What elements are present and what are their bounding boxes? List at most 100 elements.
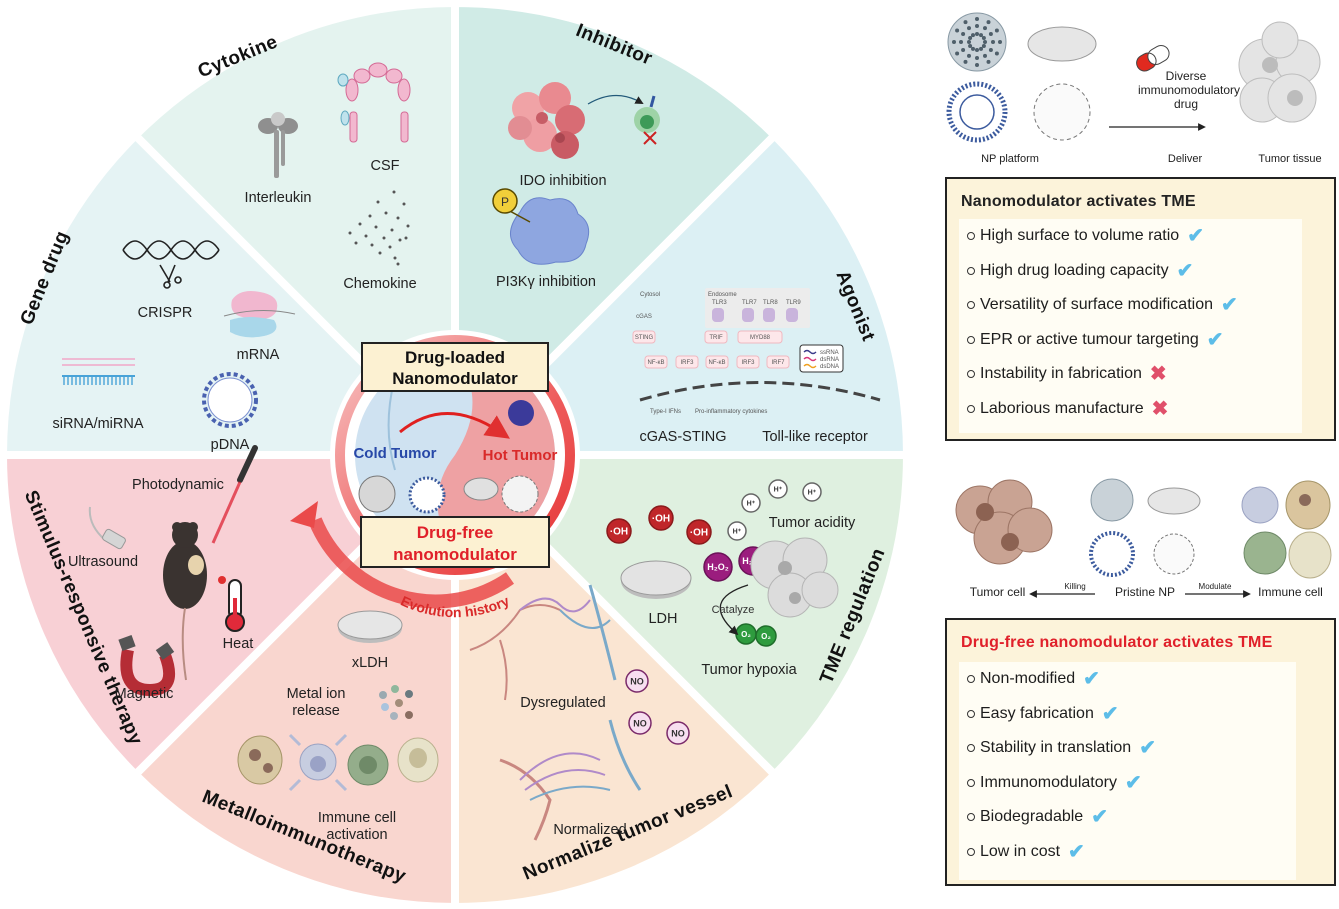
bullet-icon <box>967 847 975 856</box>
caption-killing: Killing <box>1064 582 1086 591</box>
bullet-icon <box>967 335 975 344</box>
hydroxyl-radical-icon <box>648 505 674 531</box>
endosome-label: Endosome <box>708 292 737 298</box>
pathway-node: cGAS <box>636 314 652 320</box>
item-interleukin: Interleukin <box>245 190 312 206</box>
np-delivery-illustration <box>946 12 1321 143</box>
ultrasound-probe-icon <box>88 506 126 550</box>
item-pdna: pDNA <box>211 437 250 453</box>
nitric-oxide-label: NO <box>671 729 685 739</box>
pathway-node: IRF3 <box>741 360 755 366</box>
hypoxic-tumor-icon <box>750 537 839 618</box>
property-item: Laborious manufacture ✖ <box>959 392 1302 427</box>
ligand-legend-dsdna: dsDNA <box>820 364 839 370</box>
property-text: Instability in fabrication <box>980 365 1142 383</box>
property-text: Non-modified <box>980 670 1076 688</box>
bullet-icon <box>967 709 975 718</box>
np-disc-icon <box>1147 487 1201 515</box>
immune-cells-icon <box>1241 480 1332 579</box>
check-icon: ✔ <box>1206 328 1224 351</box>
hydroxyl-radical-label: ·OH <box>610 527 628 538</box>
hot-tumor-label: Hot Tumor <box>483 447 558 464</box>
proton-label: H⁺ <box>774 486 783 493</box>
property-text: Immunomodulatory <box>980 773 1117 791</box>
tlr-receptor-icon <box>763 308 775 322</box>
oxygen-label: O₂ <box>761 632 771 641</box>
item-sirna-mirna: siRNA/miRNA <box>52 416 143 432</box>
cross-icon: ✖ <box>1151 397 1169 420</box>
item-tumor-acidity: Tumor acidity <box>769 515 856 531</box>
catalyze-arrow <box>719 584 749 636</box>
proton-label: H⁺ <box>747 500 756 507</box>
np-disc-icon <box>463 477 499 501</box>
check-icon: ✔ <box>1176 259 1194 282</box>
bullet-icon <box>967 301 975 310</box>
bullet-icon <box>967 232 975 241</box>
property-text: Laborious manufacture <box>980 399 1144 417</box>
item-crispr: CRISPR <box>138 305 193 321</box>
interleukin-icon <box>258 112 298 178</box>
tlr-receptor-icon <box>712 308 724 322</box>
check-icon: ✔ <box>1124 771 1142 794</box>
evolution-ring <box>335 335 575 575</box>
nanomodulator-box-title: Nanomodulator activates TME <box>961 193 1196 210</box>
endosome-box <box>705 288 810 328</box>
proton-label: H⁺ <box>733 528 742 535</box>
bullet-icon <box>967 813 975 822</box>
bullet-icon <box>967 266 975 275</box>
property-item: High surface to volume ratio✔ <box>959 219 1302 254</box>
pathway-node: NF-κB <box>648 360 665 366</box>
item-dysregulated: Dysregulated <box>520 695 605 711</box>
proton-icon <box>741 493 761 513</box>
hydrogen-peroxide-label: H₂O₂ <box>707 562 729 572</box>
magnet-icon <box>118 634 175 697</box>
property-text: High drug loading capacity <box>980 261 1169 279</box>
bullet-icon <box>967 370 975 379</box>
oxygen-label: O₂ <box>741 630 751 639</box>
drug-free-properties: Non-modified✔Easy fabrication✔Stability … <box>959 662 1296 880</box>
tlr-receptor-icon <box>742 308 754 322</box>
segment-tme-regulation <box>445 451 912 781</box>
ligand-legend-ssrna: ssRNA <box>820 350 839 356</box>
property-item: EPR or active tumour targeting✔ <box>959 323 1302 358</box>
sirna-icon <box>62 358 135 385</box>
pristine-np-illustration <box>955 478 1332 598</box>
item-pi3k-inhibition: PI3Kγ inhibition <box>496 274 596 290</box>
bullet-icon <box>967 675 975 684</box>
item-ultrasound: Ultrasound <box>68 554 138 570</box>
item-photodynamic: Photodynamic <box>132 477 224 493</box>
mrna-ribosome-icon <box>223 291 296 338</box>
hydroxyl-radical-icon <box>686 519 712 545</box>
segment-agonist <box>445 129 912 459</box>
property-text: Stability in translation <box>980 739 1132 757</box>
property-item: High drug loading capacity ✔ <box>959 254 1302 289</box>
property-text: Versatility of surface modification <box>980 296 1213 314</box>
check-icon: ✔ <box>1068 840 1085 863</box>
item-ldh: LDH <box>648 611 677 627</box>
drug-loaded-box <box>361 342 549 392</box>
item-heat: Heat <box>223 636 254 652</box>
t-cell-icon <box>587 94 660 145</box>
bullet-icon <box>967 778 975 787</box>
caption-immune-cell: Immune cell <box>1258 585 1323 599</box>
immune-cell-dot <box>508 400 534 426</box>
property-text: Easy fabrication <box>980 704 1094 722</box>
crispr-dna-icon <box>122 240 220 289</box>
item-catalyze: Catalyze <box>712 604 755 616</box>
csf-icon <box>337 62 411 143</box>
property-item: Easy fabrication✔ <box>959 697 1296 732</box>
proton-icon <box>768 479 788 499</box>
drug-capsule-icon <box>1136 45 1170 72</box>
proton-icon <box>802 482 822 502</box>
bullet-icon <box>967 404 975 413</box>
tlr-label: TLR7 <box>742 300 757 306</box>
pathway-node: STING <box>635 335 654 341</box>
property-item: Low in cost✔ <box>959 835 1296 870</box>
pathway-node: NF-κB <box>709 360 726 366</box>
drug-free-box: Drug-free nanomodulator activates TME No… <box>945 618 1336 886</box>
nanomodulator-properties: High surface to volume ratio✔High drug l… <box>959 219 1302 433</box>
nitric-oxide-icon <box>625 669 649 693</box>
output-type-i-ifns: Type-I IFNs <box>650 409 681 415</box>
np-polymer-icon <box>1153 533 1195 575</box>
